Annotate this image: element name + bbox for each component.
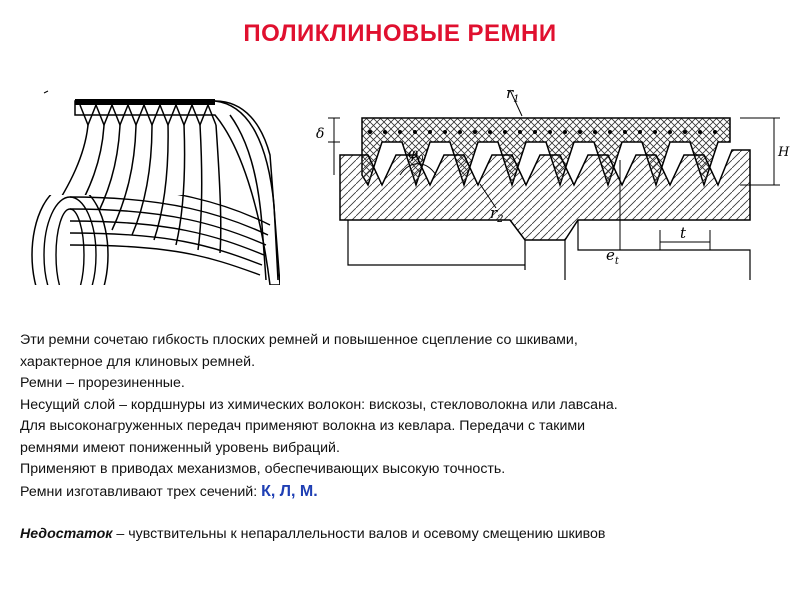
page-title: ПОЛИКЛИНОВЫЕ РЕМНИ xyxy=(243,20,557,47)
label-H: H xyxy=(777,145,790,160)
svg-text:r2: r2 xyxy=(490,204,504,225)
disadvantage-text: – чувствительны к непараллельности валов… xyxy=(112,526,606,542)
text-line-6: ремнями имеют пониженный уровень вибраци… xyxy=(20,439,340,456)
text-line-1: Эти ремни сочетаю гибкость плоских ремне… xyxy=(20,332,578,348)
label-r1: r xyxy=(506,84,514,102)
label-phi-sub: 0 xyxy=(418,155,424,165)
text-line-2: характерное для клиновых ремней. xyxy=(20,353,256,370)
belt-pulley-illustration xyxy=(31,90,280,285)
label-phi: φ xyxy=(408,146,418,162)
label-t: t xyxy=(680,224,687,242)
text-line-8: Ремни изготавливают трех сечений: К, Л, … xyxy=(20,481,790,504)
svg-text:φ0: φ0 xyxy=(408,146,424,165)
disadvantage-label: Недостаток xyxy=(20,526,113,542)
sections-list: К, Л, М. xyxy=(261,482,318,500)
text-line-4: Несущий слой – кордшнуры из химических в… xyxy=(20,396,618,413)
text-line-3: Ремни – прорезиненные. xyxy=(20,375,185,391)
label-r2-sub: 2 xyxy=(496,214,503,225)
cord-dots xyxy=(368,130,717,134)
label-delta: δ xyxy=(316,126,324,142)
svg-text:et: et xyxy=(606,246,620,267)
label-e-sub: t xyxy=(615,256,620,267)
text-line-7: Применяют в приводах механизмов, обеспеч… xyxy=(20,461,506,477)
disadvantage-line: Недостаток – чувствительны к непараллель… xyxy=(20,524,790,546)
label-r2: r xyxy=(490,204,498,222)
description-text: Эти ремни сочетаю гибкость плоских ремне… xyxy=(20,330,790,546)
belt-cross-section-drawing: r1 r2 φ0 δ H et t xyxy=(316,84,790,280)
label-e: e xyxy=(606,246,615,264)
svg-text:r1: r1 xyxy=(506,84,520,105)
text-line-5: Для высоконагруженных передач применяют … xyxy=(20,418,586,434)
sections-prefix: Ремни изготавливают трех сечений: xyxy=(20,483,258,500)
label-r1-sub: 1 xyxy=(513,94,519,105)
